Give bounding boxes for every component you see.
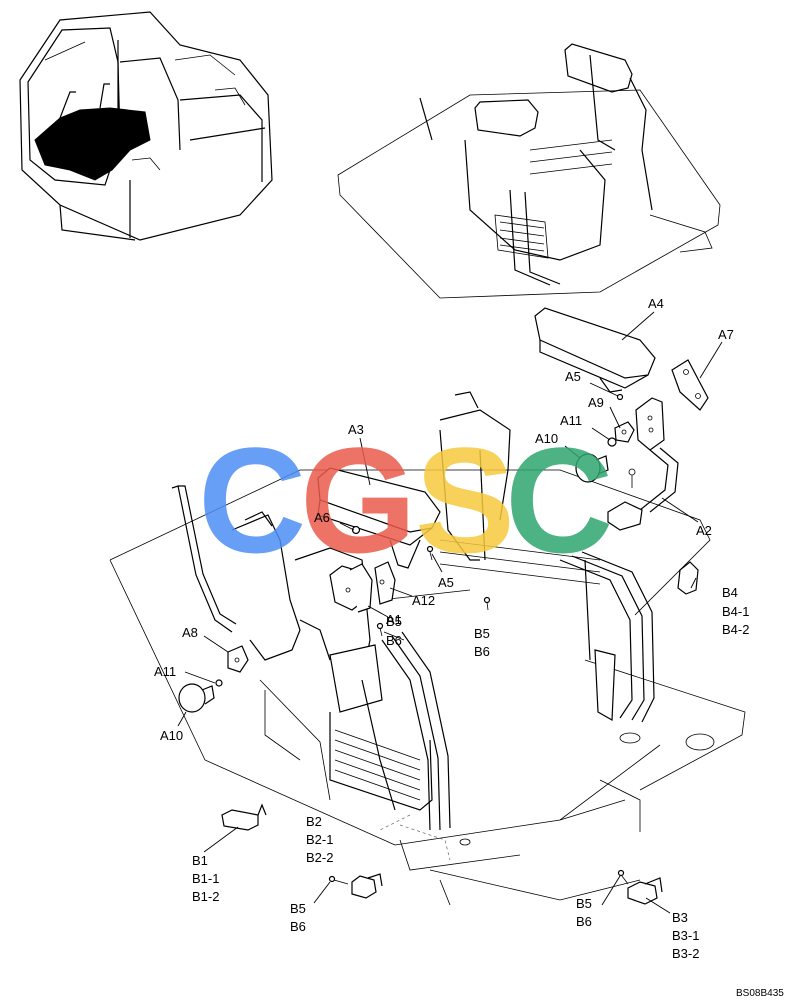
- bracket-a9: [614, 421, 635, 443]
- callout-labels: A4 A7 A5 A9 A11 A10 A2 A3 A6 A5 A12 A1 B…: [154, 296, 784, 999]
- label-a5-upper: A5: [565, 369, 581, 384]
- label-b5-lower-left: B5: [290, 901, 306, 916]
- armrest-right-a4: [534, 307, 656, 393]
- label-b6-lower-right: B6: [576, 914, 592, 929]
- pin-a6: [351, 525, 361, 535]
- label-a1: A1: [386, 612, 402, 627]
- label-b6-mid: B6: [474, 644, 490, 659]
- watermark: C G S C: [198, 416, 613, 584]
- label-a3: A3: [348, 422, 364, 437]
- label-b2-2: B2-2: [306, 850, 333, 865]
- label-a9: A9: [588, 395, 604, 410]
- leader-lines: [177, 311, 723, 914]
- washer-knob-right: [575, 437, 636, 488]
- label-b2: B2: [306, 814, 322, 829]
- label-b1: B1: [192, 853, 208, 868]
- watermark-letter-1: C: [198, 416, 306, 584]
- watermark-letter-4: C: [505, 416, 613, 584]
- label-a4: A4: [648, 296, 664, 311]
- label-a8: A8: [182, 625, 198, 640]
- watermark-letter-3: S: [415, 416, 515, 584]
- label-a10-left: A10: [160, 728, 183, 743]
- label-b5-mid: B5: [474, 626, 490, 641]
- label-b6-upper: B6: [386, 633, 402, 648]
- screws-a5: [426, 393, 624, 561]
- assembly-overview: [337, 43, 721, 299]
- label-a11-right: A11: [560, 413, 582, 428]
- label-b5-lower-right: B5: [576, 896, 592, 911]
- label-b2-1: B2-1: [306, 832, 333, 847]
- label-a12: A12: [412, 593, 435, 608]
- screws-b5: [328, 596, 629, 885]
- support-arm-a2: [607, 397, 679, 531]
- label-a7: A7: [718, 327, 734, 342]
- label-b1-1: B1-1: [192, 871, 219, 886]
- excavator-cab-inset: [19, 11, 273, 241]
- label-b3-2: B3-2: [672, 946, 699, 961]
- label-a11-left: A11: [154, 664, 176, 679]
- clamp-b2: [351, 873, 383, 899]
- clip-b1: [221, 803, 267, 831]
- label-b4: B4: [722, 585, 738, 600]
- label-a5-lower: A5: [438, 575, 454, 590]
- bracket-knob-left: [178, 645, 249, 713]
- label-b6-lower-left: B6: [290, 919, 306, 934]
- label-b5-upper: B5: [386, 614, 402, 629]
- armrest-left-a3: [317, 467, 441, 569]
- label-b1-2: B1-2: [192, 889, 219, 904]
- clamp-b4: [677, 561, 699, 595]
- main-exploded-view: [109, 391, 746, 906]
- plate-a7: [671, 359, 709, 411]
- label-b4-1: B4-1: [722, 604, 749, 619]
- label-a6: A6: [314, 510, 330, 525]
- label-b4-2: B4-2: [722, 622, 749, 637]
- clamp-b3: [627, 877, 663, 905]
- drawing-code: BS08B435: [736, 988, 784, 999]
- brackets-a1-a12: [329, 561, 396, 613]
- label-a10-right: A10: [535, 431, 558, 446]
- label-b3: B3: [672, 910, 688, 925]
- watermark-letter-2: G: [300, 416, 417, 584]
- label-a2: A2: [696, 523, 712, 538]
- label-b3-1: B3-1: [672, 928, 699, 943]
